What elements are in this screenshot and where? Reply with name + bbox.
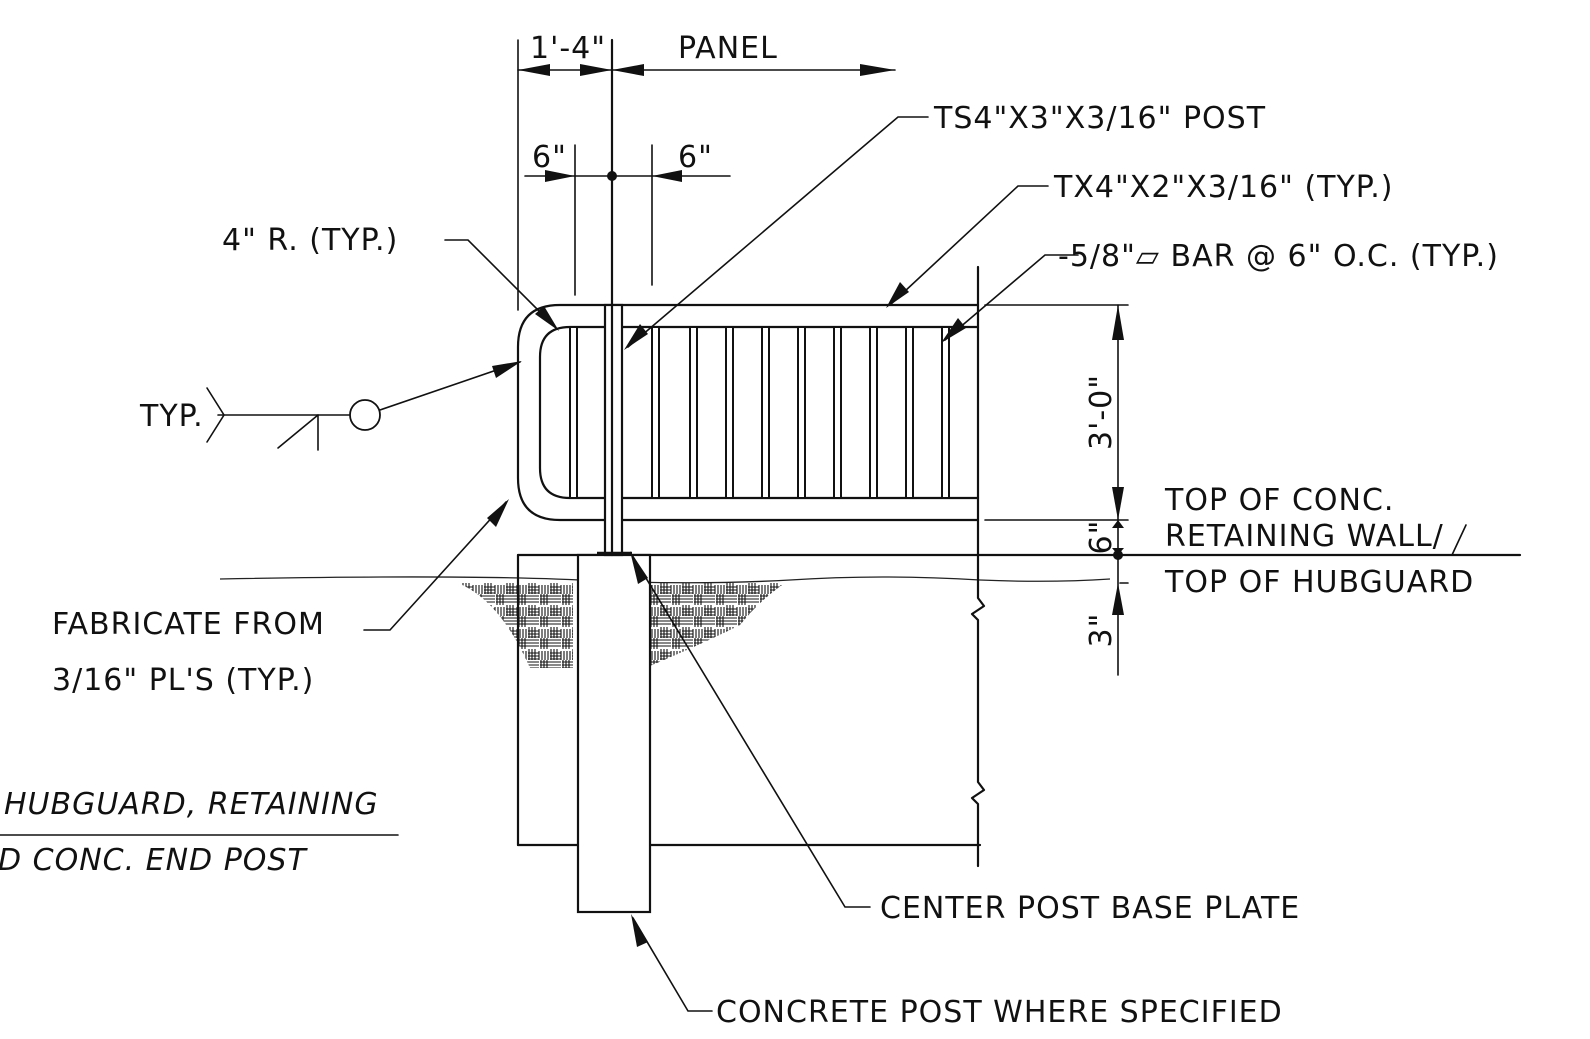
top-conc-label-1: TOP OF CONC.: [1164, 483, 1394, 518]
center-post: [597, 38, 632, 557]
picket-bar: [833, 326, 842, 499]
fabricate-label-1: FABRICATE FROM: [52, 607, 325, 642]
picket-bar: [941, 326, 950, 499]
picket-bar: [761, 326, 770, 499]
detail-title-line-2: D CONC. END POST: [0, 843, 308, 878]
post-label: TS4"X3"X3/16" POST: [933, 101, 1266, 136]
dim-end-length: 1'-4": [530, 31, 606, 66]
leaders: [0, 116, 1079, 1012]
annotations: 1'-4" PANEL 6" 6" TS4"X3"X3/16" POST TX4…: [0, 31, 1499, 1030]
picket-bar: [689, 326, 698, 499]
picket-bar: [569, 326, 578, 499]
base-plate-label: CENTER POST BASE PLATE: [880, 891, 1300, 926]
rail-label: TX4"X2"X3/16" (TYP.): [1053, 170, 1393, 205]
vertical-bars: [569, 326, 950, 499]
right-dimensions: [984, 304, 1467, 676]
picket-bar: [651, 326, 660, 499]
dim-6-vert: 6": [1084, 520, 1119, 555]
concrete-post-label: CONCRETE POST WHERE SPECIFIED: [716, 995, 1283, 1030]
concrete-post: [576, 553, 652, 914]
dim-6-right: 6": [678, 140, 713, 175]
top-conc-label-2: RETAINING WALL/: [1165, 519, 1444, 554]
soil-hatch: [458, 583, 785, 668]
picket-bar: [725, 326, 734, 499]
dim-3-vert: 3": [1084, 613, 1119, 648]
rail-frame: [516, 303, 980, 522]
bar-label: -5/8"▱ BAR @ 6" O.C. (TYP.): [1058, 239, 1499, 274]
dim-panel: PANEL: [678, 31, 778, 66]
weld-typ-label: TYP.: [139, 399, 204, 434]
picket-bar: [869, 326, 878, 499]
radius-label: 4" R. (TYP.): [222, 223, 398, 258]
detail-title-line-1: HUBGUARD, RETAINING: [4, 787, 379, 822]
picket-bar: [797, 326, 806, 499]
fabricate-label-2: 3/16" PL'S (TYP.): [52, 663, 314, 698]
top-dimensions: [517, 39, 896, 311]
top-hubguard-label: TOP OF HUBGUARD: [1164, 565, 1474, 600]
dim-6-left: 6": [532, 140, 567, 175]
picket-bar: [905, 326, 914, 499]
dim-3-0: 3'-0": [1084, 374, 1119, 450]
